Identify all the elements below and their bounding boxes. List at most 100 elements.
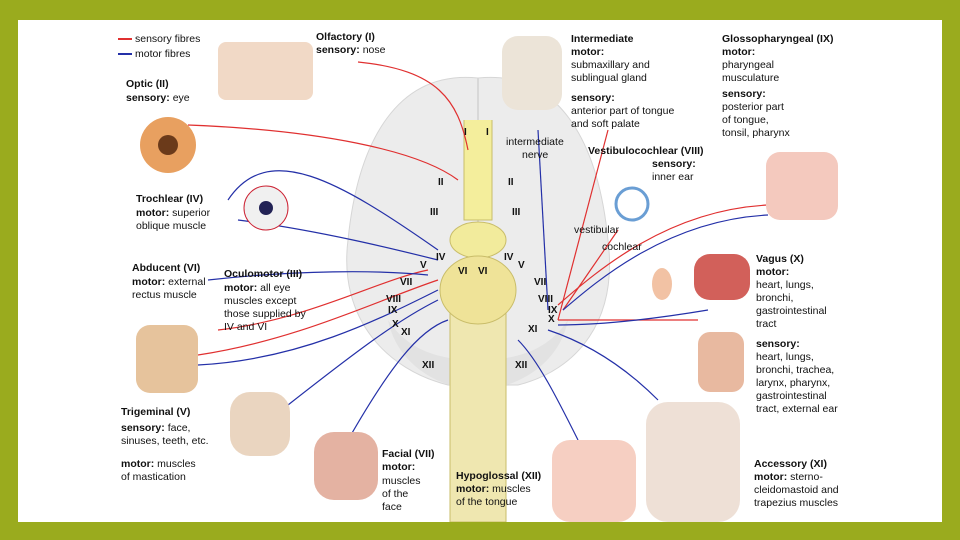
glossopharyngeal-sensory-2: of tongue, <box>722 114 769 126</box>
trochlear-motor-cont: oblique muscle <box>136 220 207 232</box>
intermediate-motor-2: sublingual gland <box>571 72 647 84</box>
intermediate-motor-1: submaxillary and <box>571 59 650 71</box>
roman-numeral-label: III <box>512 207 521 218</box>
olfactory-label: Olfactory (I) <box>316 31 375 43</box>
roman-numeral-label: II <box>438 177 444 188</box>
roman-numeral-label: IX <box>388 305 398 316</box>
glossopharyngeal-motor: motor: <box>722 46 756 58</box>
olfactory-sensory: sensory: nose <box>316 44 386 56</box>
roman-numeral-label: V <box>420 260 427 271</box>
intermediate-label: Intermediate <box>571 33 634 45</box>
intermediate-sensory-2: and soft palate <box>571 118 640 130</box>
glossopharyngeal-motor-1: pharyngeal <box>722 59 774 71</box>
intermediate-nerve-label: intermediate <box>506 136 564 148</box>
roman-numeral-label: IV <box>436 252 446 263</box>
roman-numeral-label: VIII <box>538 294 553 305</box>
oculomotor-label: Oculomotor (III) <box>224 268 303 280</box>
oculomotor-motor-2: muscles except <box>224 295 297 307</box>
oculomotor-motor-3: those supplied by <box>224 308 306 320</box>
neck-illustration <box>646 402 740 522</box>
vagus-sensory-2: bronchi, trachea, <box>756 364 835 376</box>
trigeminal-label: Trigeminal (V) <box>121 406 191 418</box>
vagus-sensory: sensory: <box>756 338 800 350</box>
roman-numeral-label: XII <box>515 360 527 371</box>
vagus-motor-1: heart, lungs, <box>756 279 814 291</box>
nose-illustration <box>218 42 313 100</box>
inner-ear-illustration <box>614 186 650 222</box>
glossopharyngeal-sensory-3: tonsil, pharynx <box>722 127 790 139</box>
vestibulocochlear-sensory: sensory: <box>652 158 696 170</box>
glossopharyngeal-motor-2: musculature <box>722 72 780 84</box>
eye-muscles-illustration <box>243 185 289 231</box>
vestibulocochlear-label: Vestibulocochlear (VIII) <box>588 145 704 157</box>
roman-numeral-label: X <box>548 314 555 325</box>
optic-label: Optic (II) <box>126 78 169 90</box>
vestibular-label: vestibular <box>574 224 619 236</box>
intermediate-nerve-label-cont: nerve <box>522 149 549 161</box>
roman-numeral-label: V <box>518 260 525 271</box>
glossopharyngeal-sensory-1: posterior part <box>722 101 784 113</box>
roman-numeral-label: I <box>486 127 489 138</box>
intermediate-sensory-1: anterior part of tongue <box>571 105 675 117</box>
oculomotor-motor-4: IV and VI <box>224 321 268 333</box>
accessory-label: Accessory (XI) <box>754 458 827 470</box>
oculomotor-motor: motor: all eye <box>224 282 291 294</box>
facial-motor-2: of the <box>382 488 409 500</box>
intermediate-sensory: sensory: <box>571 92 615 104</box>
accessory-motor: motor: sterno- <box>754 471 823 483</box>
roman-numeral-label: XII <box>422 360 434 371</box>
roman-numeral-label: VI <box>478 266 488 277</box>
cochlear-label: cochlear <box>602 241 642 253</box>
hypoglossal-motor-cont: of the tongue <box>456 496 518 508</box>
vagus-motor-4: tract <box>756 318 777 330</box>
facial-motor: motor: <box>382 461 416 473</box>
sensory-fibres <box>187 61 769 356</box>
vagus-sensory-5: tract, external ear <box>756 403 838 415</box>
roman-numeral-label: VII <box>534 277 546 288</box>
intermediate-motor: motor: <box>571 46 605 58</box>
trigeminal-motor-cont: of mastication <box>121 471 186 483</box>
facial-motor-3: face <box>382 501 402 513</box>
organs-illustration <box>694 254 750 392</box>
brainstem <box>439 120 517 522</box>
roman-numeral-label: IX <box>548 305 558 316</box>
legend-sensory: sensory fibres <box>118 33 200 45</box>
legend-motor: motor fibres <box>118 48 190 60</box>
throat-illustration <box>766 152 838 220</box>
glossopharyngeal-label: Glossopharyngeal (IX) <box>722 33 834 45</box>
ear-illustration <box>652 268 672 300</box>
roman-numeral-label: IV <box>504 252 514 263</box>
facial-label: Facial (VII) <box>382 448 435 460</box>
optic-sensory: sensory: eye <box>126 92 190 104</box>
face-sensory-illustration <box>136 325 198 393</box>
roman-numeral-label: VI <box>458 266 468 277</box>
roman-numeral-label: II <box>508 177 514 188</box>
roman-numeral-label: VIII <box>386 294 401 305</box>
hypoglossal-label: Hypoglossal (XII) <box>456 470 542 482</box>
facial-muscles-illustration <box>314 432 378 500</box>
vagus-label: Vagus (X) <box>756 253 804 265</box>
abducent-motor-cont: rectus muscle <box>132 289 197 301</box>
roman-numeral-label: XI <box>401 327 411 338</box>
trigeminal-sensory: sensory: face, <box>121 422 191 434</box>
roman-numeral-label: X <box>392 319 399 330</box>
vagus-motor-3: gastrointestinal <box>756 305 827 317</box>
glossopharyngeal-sensory: sensory: <box>722 88 766 100</box>
accessory-motor-3: trapezius muscles <box>754 497 839 509</box>
trochlear-motor: motor: superior <box>136 207 211 219</box>
roman-numeral-label: XI <box>528 324 538 335</box>
accessory-motor-2: cleidomastoid and <box>754 484 839 496</box>
facial-motor-1: muscles <box>382 475 421 487</box>
vagus-motor: motor: <box>756 266 790 278</box>
trigeminal-motor: motor: muscles <box>121 458 196 470</box>
eye-illustration <box>140 117 196 173</box>
vagus-sensory-3: larynx, pharynx, <box>756 377 831 389</box>
roman-numeral-label: I <box>464 127 467 138</box>
vagus-sensory-4: gastrointestinal <box>756 390 827 402</box>
jaw-illustration <box>230 392 290 456</box>
trochlear-label: Trochlear (IV) <box>136 193 204 205</box>
abducent-label: Abducent (VI) <box>132 262 201 274</box>
vagus-sensory-1: heart, lungs, <box>756 351 814 363</box>
